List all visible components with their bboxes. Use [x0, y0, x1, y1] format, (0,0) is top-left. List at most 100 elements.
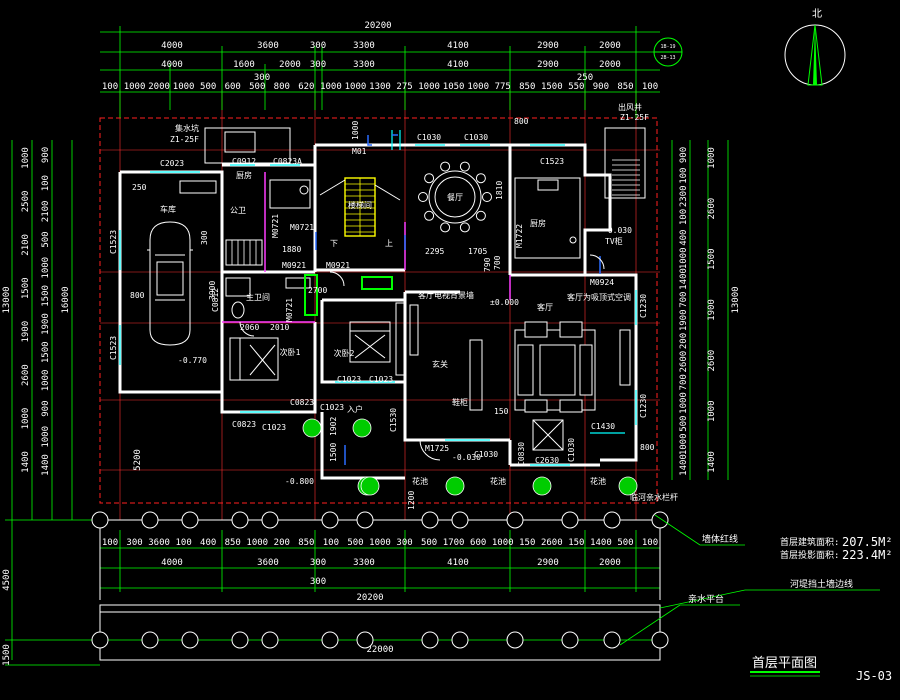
room-dining: 餐厅	[447, 193, 463, 202]
dining-chair	[475, 173, 486, 184]
room-labels: 车库 -0.770 厨房 公卫 楼梯间 餐厅 厨房 客厅 次卧1 次卧2 玄关 …	[160, 102, 678, 502]
annotation-platform: 亲水平台	[688, 593, 724, 605]
dim-bot-r1-22: 100	[642, 538, 658, 548]
callout-b: 2B-13	[660, 55, 675, 61]
dim-right-inner-10: 2600	[679, 351, 689, 373]
dim-top-r3-0: 100	[102, 82, 118, 92]
code-c1523b: C1523	[109, 230, 118, 254]
room-entry: 入户	[347, 404, 363, 414]
code-1000: 1000	[351, 121, 360, 140]
code-c1523c: C1523	[109, 336, 118, 360]
code-c1023b: C1023	[369, 375, 393, 384]
dim-top-r2-3: 300	[310, 60, 326, 70]
code-1500: 1500	[329, 443, 338, 462]
dim-right-total: 13000	[731, 286, 741, 313]
axis-bubble	[451, 511, 469, 529]
code-m0921b: M0921	[326, 261, 350, 270]
dim-top-r1-6: 2000	[599, 41, 621, 51]
axis-bubble	[261, 631, 279, 649]
dim-bot-r1-17: 150	[519, 538, 535, 548]
dining-chair	[482, 192, 492, 202]
axis-bubbles	[91, 511, 669, 649]
code-1200: 1200	[407, 491, 416, 510]
code-2295: 2295	[425, 247, 444, 256]
side-steps	[225, 239, 263, 266]
tea-table	[532, 419, 564, 451]
dining-chair	[440, 222, 451, 233]
opening-codes: C2023 C0912 C0823A M01 C1030 C1030 C1523…	[109, 117, 655, 510]
dim-bot-r2-0: 4000	[161, 558, 183, 568]
sheet-number: JS-03	[856, 669, 892, 683]
dim-right-inner-4: 400	[679, 230, 689, 246]
stair	[319, 177, 401, 237]
code-c1030b: C1030	[464, 133, 488, 142]
wardrobe	[395, 302, 405, 376]
dim-bot-r1-9: 100	[323, 538, 339, 548]
dim-right-outer-0: 1000	[707, 147, 717, 169]
dim-bot-total: 20200	[356, 593, 383, 603]
dim-top-r3-5: 600	[225, 82, 241, 92]
dim-top-r3-16: 775	[495, 82, 511, 92]
dim-top-r3-2: 2000	[148, 82, 170, 92]
axis-bubble	[356, 631, 374, 649]
dim-left-inner-2: 2100	[41, 201, 51, 223]
dim-bot-r1-8: 850	[298, 538, 314, 548]
axis-bubble	[603, 631, 621, 649]
dim-left-inner-3: 500	[41, 231, 51, 247]
code-2060: 2060	[240, 323, 259, 332]
room-bedroom-b: 次卧2	[334, 348, 355, 358]
dim-bot-r1-14: 1700	[443, 538, 465, 548]
code-c2023: C2023	[160, 159, 184, 168]
code-c1023a: C1023	[337, 375, 361, 384]
area-info: 首层建筑面积: 207.5M² 首层投影面积: 223.4M²	[780, 535, 893, 562]
car-icon	[147, 221, 193, 346]
dim-right-inner-9: 200	[679, 333, 689, 349]
axis-bubble	[651, 511, 669, 529]
tv-cab-label: TV柜	[605, 236, 623, 246]
dim-top-r3-21: 850	[617, 82, 633, 92]
dim-right-inner-8: 1900	[679, 309, 689, 331]
dim-top-r3-8: 620	[298, 82, 314, 92]
level-outside: -0.800	[285, 477, 314, 486]
sign-a: Z1-25F	[170, 135, 199, 144]
ac-note: 客厅为吸顶式空调	[567, 292, 631, 302]
top-dimensions: 20200 4000 3600 300 3300 4100 2900 2000 …	[100, 21, 660, 118]
dim-left-inner-0: 900	[41, 147, 51, 163]
code-790: 790	[483, 257, 492, 272]
code-m1725: M1725	[425, 444, 449, 453]
code-m0721a: M0721	[271, 214, 280, 238]
dim-left-inner-11: 1400	[41, 454, 51, 476]
dim-top-r3-13: 1000	[418, 82, 440, 92]
dim-left-total-b: 16000	[61, 286, 71, 313]
dim-right-outer-3: 1900	[707, 299, 717, 321]
room-stair: 楼梯间	[348, 200, 372, 210]
dim-top-r3-12: 275	[396, 82, 412, 92]
level-floor: ±0.000	[490, 298, 519, 307]
axis-bubble	[651, 631, 669, 649]
code-700: 700	[493, 255, 502, 270]
axis-bubble	[321, 631, 339, 649]
dim-bot-r1-4: 400	[200, 538, 216, 548]
code-150: 150	[494, 407, 509, 416]
code-c1530: C1530	[389, 408, 398, 432]
property-red-line	[99, 117, 658, 504]
dim-top-r3-11: 1300	[369, 82, 391, 92]
area-footprint-label: 首层投影面积:	[780, 549, 839, 561]
dim-right-inner-0: 900	[679, 147, 689, 163]
drawing-title-block: 首层平面图 JS-03	[750, 656, 892, 683]
code-c1030c: C1030	[474, 450, 498, 459]
dim-bot-r1-20: 1400	[590, 538, 612, 548]
dim-top-r3-3: 1000	[173, 82, 195, 92]
dim-right-inner-3: 100	[679, 209, 689, 225]
windows	[119, 130, 637, 466]
dim-bot-r1-5: 850	[225, 538, 241, 548]
building-walls	[118, 143, 638, 480]
hall-shoe-cabinet	[361, 276, 393, 290]
dim-bot-r1-1: 300	[126, 538, 142, 548]
planter-shrub	[618, 476, 638, 496]
